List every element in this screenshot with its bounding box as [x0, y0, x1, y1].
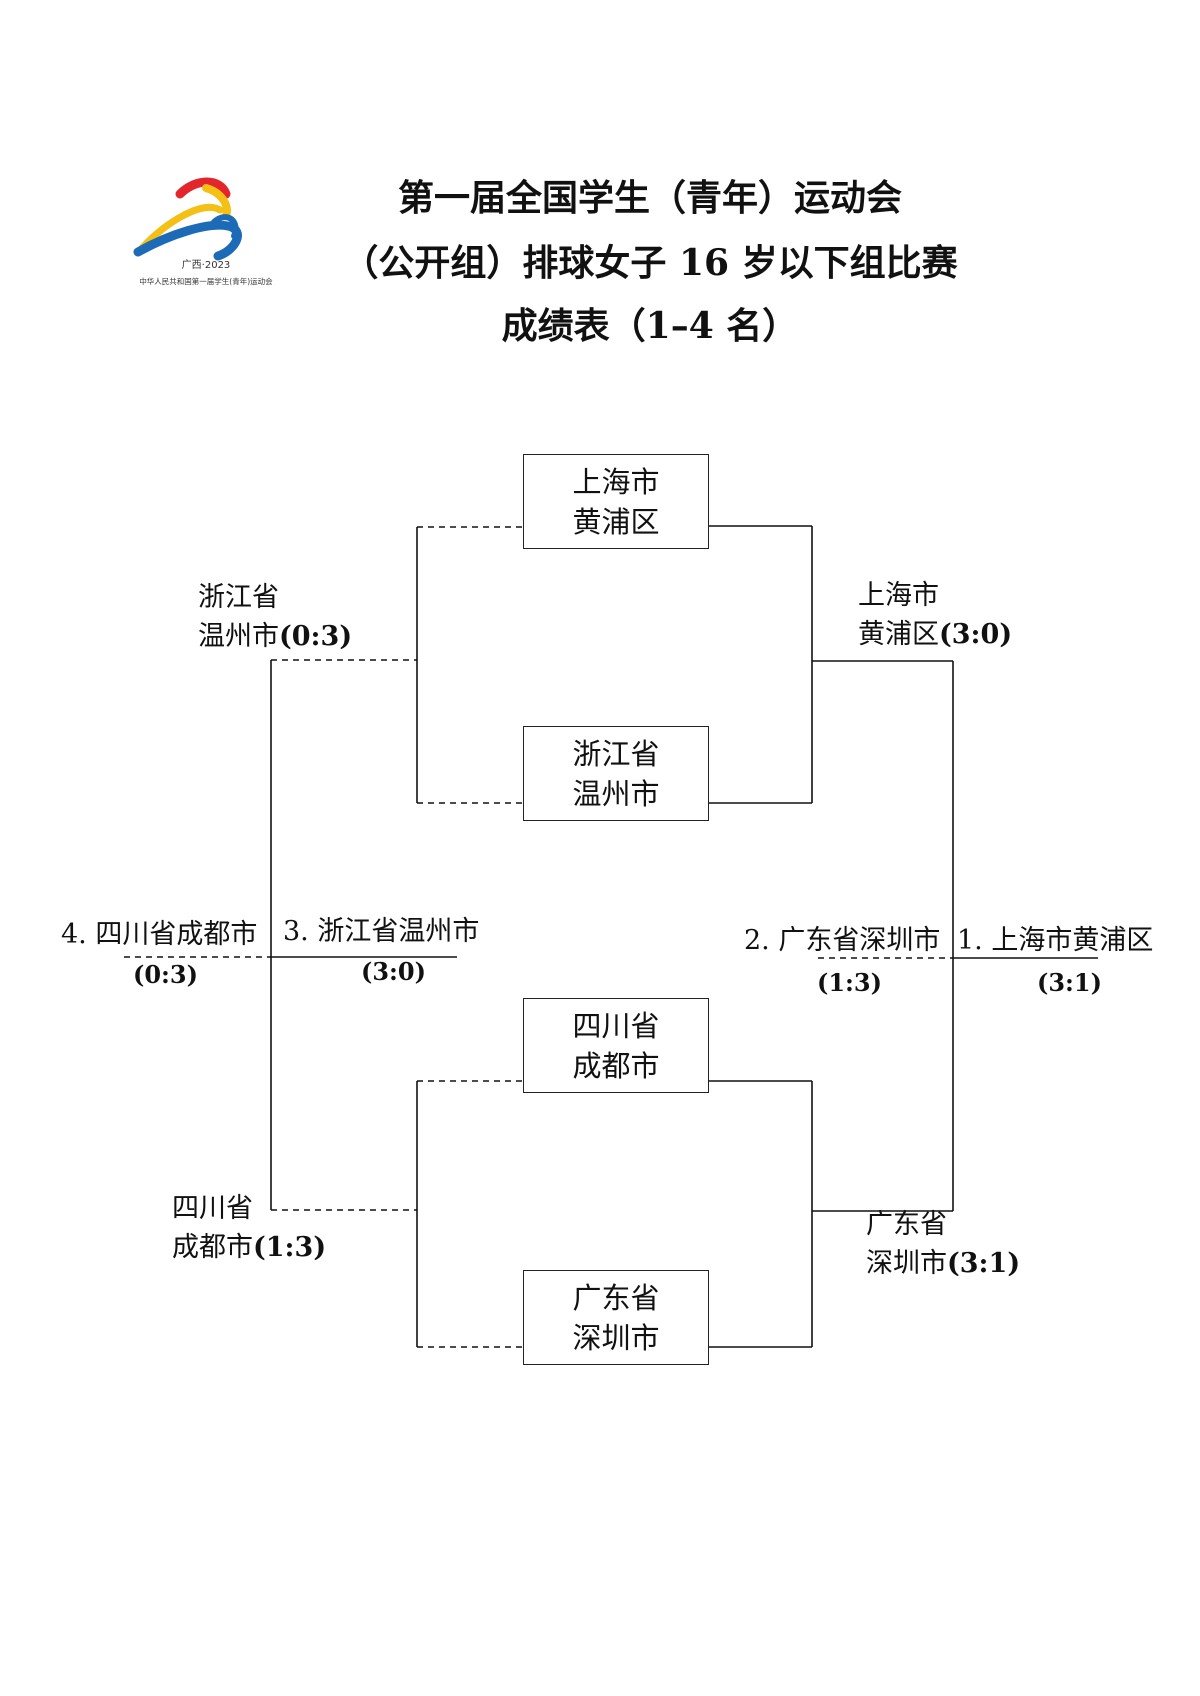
title-line-2: （公开组）排球女子 16 岁以下组比赛 — [342, 242, 958, 284]
team-name-line2: 深圳市 — [572, 1320, 660, 1355]
fourth-place-label: 4. 四川省成都市 — [61, 919, 258, 950]
bottom-semifinal-loser-label: 四川省 成都市(1:3) — [172, 1193, 327, 1263]
title-line-3: 成绩表（1–4 名） — [501, 305, 799, 347]
team-name-line1: 四川省 — [572, 1008, 660, 1043]
fourth-place-score: (0:3) — [133, 960, 198, 989]
final-first-score: (3:1) — [1037, 968, 1102, 997]
team-box-shenzhen: 广东省 深圳市 — [523, 1270, 709, 1365]
top-semifinal-loser-label: 浙江省 温州市(0:3) — [198, 582, 353, 652]
score: (3:0) — [939, 619, 1013, 650]
team-name-line2: 温州市 — [572, 776, 660, 811]
final-first-label: 1. 上海市黄浦区 — [957, 925, 1154, 956]
logo-caption: 中华人民共和国第一届学生(青年)运动会 — [139, 276, 273, 286]
logo-year: 广西·2023 — [182, 259, 231, 271]
score: (0:3) — [279, 621, 353, 652]
team-box-chengdu: 四川省 成都市 — [523, 998, 709, 1093]
third-place-score: (3:0) — [361, 957, 426, 986]
team-name-line2: 黄浦区 — [572, 504, 660, 539]
final-second-score: (1:3) — [817, 968, 882, 997]
team-box-wenzhou: 浙江省 温州市 — [523, 726, 709, 821]
team-name-line2: 成都市 — [572, 1048, 660, 1083]
team-name-line1: 广东省 — [572, 1280, 660, 1315]
games-logo: 广西·2023 中华人民共和国第一届学生(青年)运动会 — [108, 170, 304, 290]
score: (1:3) — [253, 1232, 327, 1263]
third-place-label: 3. 浙江省温州市 — [283, 916, 480, 947]
final-second-label: 2. 广东省深圳市 — [744, 925, 941, 956]
title-line-1: 第一届全国学生（青年）运动会 — [397, 177, 902, 219]
bottom-semifinal-winner-label: 广东省 深圳市(3:1) — [866, 1209, 1021, 1279]
score: (3:1) — [947, 1248, 1021, 1279]
games-logo-graphic: 广西·2023 中华人民共和国第一届学生(青年)运动会 — [133, 177, 273, 286]
top-semifinal-winner-label: 上海市 黄浦区(3:0) — [858, 580, 1013, 650]
team-box-shanghai: 上海市 黄浦区 — [523, 454, 709, 549]
team-name-line1: 上海市 — [572, 464, 660, 499]
team-name-line1: 浙江省 — [572, 736, 660, 771]
